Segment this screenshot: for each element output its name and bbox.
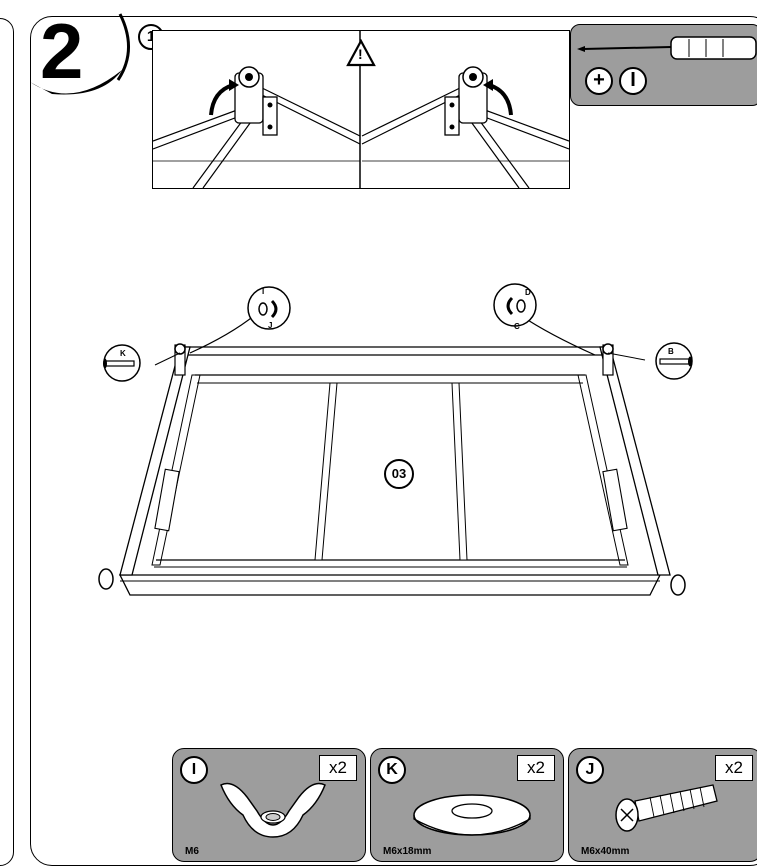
part-quantity: x2 bbox=[517, 755, 555, 781]
part-card-washer: K x2 M6x18mm bbox=[370, 748, 564, 862]
wing-nut-washer-callout-right bbox=[493, 283, 537, 327]
hinge-detail-box: ! bbox=[152, 30, 570, 189]
wing-nut-washer-callout-left bbox=[247, 286, 291, 330]
part-card-wing-nut: I x2 M6 bbox=[172, 748, 366, 862]
part-size: M6x18mm bbox=[383, 846, 432, 857]
bolt-callout-right bbox=[655, 342, 693, 380]
callout-letter-j: J bbox=[268, 321, 273, 330]
washer-icon bbox=[413, 794, 531, 836]
bolt-callout-left bbox=[103, 344, 141, 382]
tool-box: + I bbox=[570, 24, 757, 106]
bolt-icon bbox=[615, 784, 718, 832]
callout-letter-k: K bbox=[120, 349, 126, 358]
wing-nut-icon bbox=[220, 782, 326, 838]
callout-letter-c: C bbox=[514, 322, 520, 331]
step-number: 2 bbox=[40, 7, 83, 95]
part-size: M6x40mm bbox=[581, 846, 630, 857]
warning-triangle-icon bbox=[346, 39, 376, 67]
part-letter: I bbox=[180, 756, 208, 784]
screwdriver-icon bbox=[577, 36, 757, 60]
frame-part-label: 03 bbox=[384, 459, 414, 489]
hinge-detail-drawing bbox=[153, 31, 569, 188]
part-card-bolt: J x2 M6x40mm bbox=[568, 748, 757, 862]
phillips-head-icon: + bbox=[585, 67, 613, 95]
warning-symbol: ! bbox=[358, 46, 363, 62]
callout-letter-i: I bbox=[262, 287, 265, 296]
left-page-edge bbox=[0, 18, 14, 866]
part-letter: J bbox=[576, 756, 604, 784]
step-badge: 2 bbox=[22, 10, 132, 100]
frame-assembly-drawing bbox=[98, 314, 686, 596]
flat-head-icon: I bbox=[619, 67, 647, 95]
part-quantity: x2 bbox=[715, 755, 753, 781]
part-letter: K bbox=[378, 756, 406, 784]
callout-letter-b: B bbox=[668, 347, 674, 356]
callout-letter-d: D bbox=[525, 288, 531, 297]
part-quantity: x2 bbox=[319, 755, 357, 781]
step-badge-swoosh-icon bbox=[30, 13, 130, 95]
part-size: M6 bbox=[185, 846, 199, 857]
